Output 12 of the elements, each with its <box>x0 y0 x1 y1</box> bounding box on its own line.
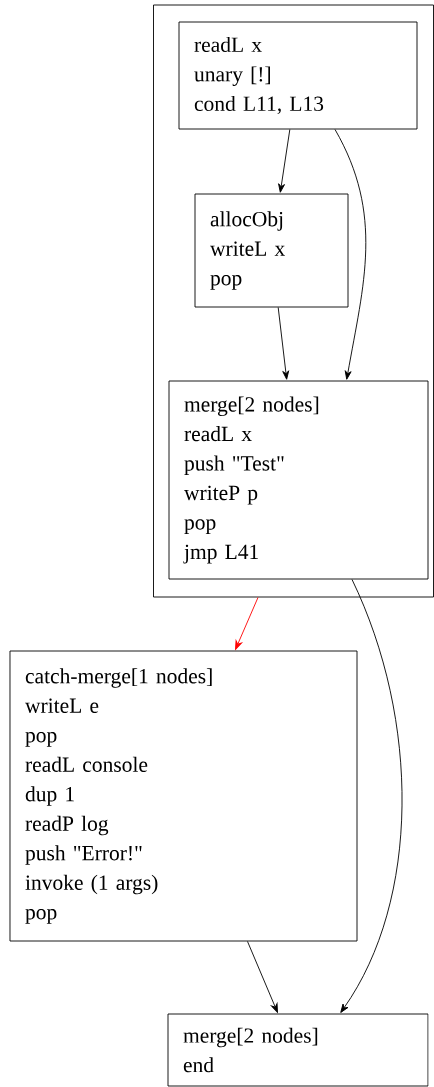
arrow <box>340 579 403 1013</box>
code-box: merge[2 nodes] end <box>167 1013 429 1087</box>
arrow <box>334 129 367 380</box>
arrow <box>235 597 259 650</box>
code-box: readL x unary [!] cond L11, L13 <box>178 21 418 130</box>
code-box: merge[2 nodes] readL x push "Test" writeP p pop jmp L41 <box>168 380 429 580</box>
code-box: catch-merge[1 nodes] writeL e pop readL console dup 1 readP log push "Error!" invoke (1 args) pop <box>9 650 358 942</box>
arrow <box>277 307 290 380</box>
arrow <box>278 129 291 193</box>
cluster-frame <box>153 4 434 598</box>
code-box: allocObj writeL x pop <box>194 193 349 308</box>
arrow <box>247 941 278 1013</box>
